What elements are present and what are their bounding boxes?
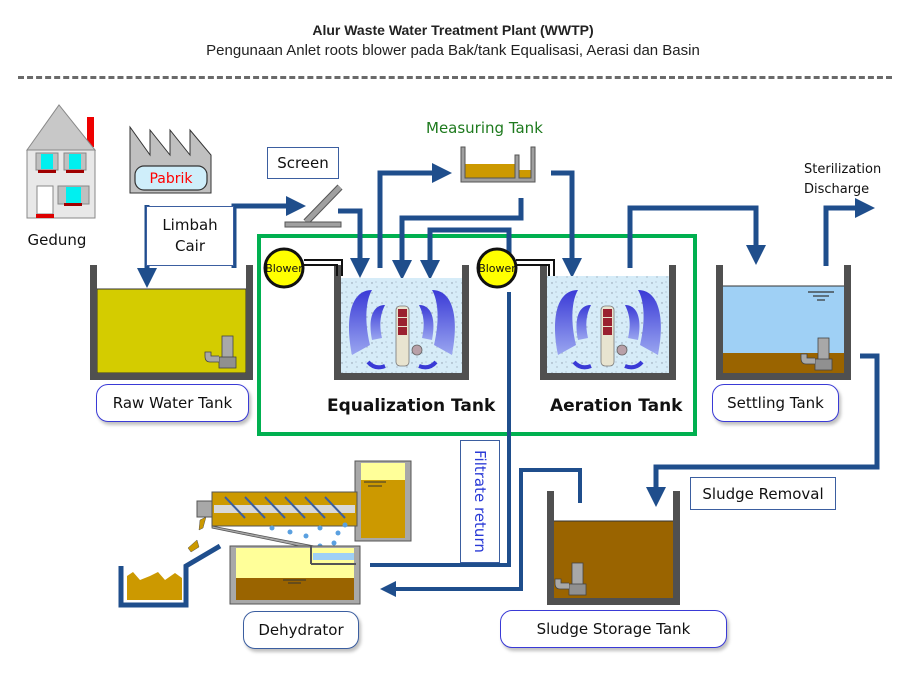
pipe-sludge-to-dehydrator xyxy=(380,468,582,597)
pipe-aeration-return xyxy=(420,227,512,280)
pipe-aeration-to-settling xyxy=(627,205,766,268)
diffuser-icon xyxy=(600,305,628,367)
pump-icon xyxy=(800,337,833,371)
equalization-tank xyxy=(334,265,469,380)
pipe-sludge-removal xyxy=(646,353,880,507)
filtrate-return-label-box: Filtrate return xyxy=(460,440,500,563)
building-icon xyxy=(26,104,97,219)
building-label: Gedung xyxy=(28,231,87,249)
pipe-screen-to-equalization xyxy=(338,208,370,278)
blower-label: Blower xyxy=(478,262,516,275)
aeration-swirl-icon xyxy=(349,290,455,370)
filtrate-return-label: Filtrate return xyxy=(471,450,489,553)
sludge-storage-tank xyxy=(547,491,680,605)
factory-icon xyxy=(129,125,212,194)
settling-tank-label: Settling Tank xyxy=(712,384,839,422)
measuring-tank-label: Measuring Tank xyxy=(426,119,543,137)
blower-label: Blower xyxy=(265,262,303,275)
wastewater-label-line1: Limbah xyxy=(162,216,218,234)
pipe-sterilization-discharge xyxy=(823,198,875,266)
aeration-tank xyxy=(540,265,676,380)
diffuser-icon xyxy=(395,305,423,367)
aeration-tank-label: Aeration Tank xyxy=(550,396,683,416)
pipe-measuring-to-aeration xyxy=(551,170,582,278)
raw-water-tank-label: Raw Water Tank xyxy=(96,384,249,422)
pipe-equalization-to-measuring xyxy=(377,163,452,268)
sterilization-line1: Sterilization xyxy=(804,162,882,177)
dehydrator-label: Dehydrator xyxy=(243,611,359,649)
pipe-filtrate-return xyxy=(370,292,511,567)
settling-tank xyxy=(716,265,851,380)
diagram-subtitle: Pengunaan Anlet roots blower pada Bak/ta… xyxy=(206,42,700,59)
screen-icon xyxy=(284,184,343,228)
blower-equalization xyxy=(263,247,343,289)
pump-icon xyxy=(204,335,237,369)
equalization-tank-label: Equalization Tank xyxy=(327,396,496,416)
sterilization-line2: Discharge xyxy=(804,182,870,197)
wastewater-label: Limbah Cair xyxy=(146,206,234,266)
dehydrator-unit xyxy=(118,460,412,608)
pipe-raw-to-screen xyxy=(231,196,306,268)
measuring-tank-icon xyxy=(460,146,536,183)
aeration-swirl-icon xyxy=(555,290,661,370)
screen-label: Screen xyxy=(267,147,339,179)
pipe-measuring-return xyxy=(392,198,524,280)
wastewater-label-line2: Cair xyxy=(175,237,205,255)
sludge-storage-tank-label: Sludge Storage Tank xyxy=(500,610,727,648)
raw-water-tank xyxy=(90,265,253,380)
sludge-removal-label: Sludge Removal xyxy=(690,477,836,510)
factory-label: Pabrik xyxy=(149,171,193,187)
sterilization-discharge-label: Sterilization Discharge xyxy=(804,160,881,200)
diagram-title: Alur Waste Water Treatment Plant (WWTP) xyxy=(312,22,594,38)
blower-aeration xyxy=(476,247,555,289)
header-divider xyxy=(18,76,892,79)
blower-zone-highlight xyxy=(257,234,697,436)
pump-icon xyxy=(554,562,587,596)
